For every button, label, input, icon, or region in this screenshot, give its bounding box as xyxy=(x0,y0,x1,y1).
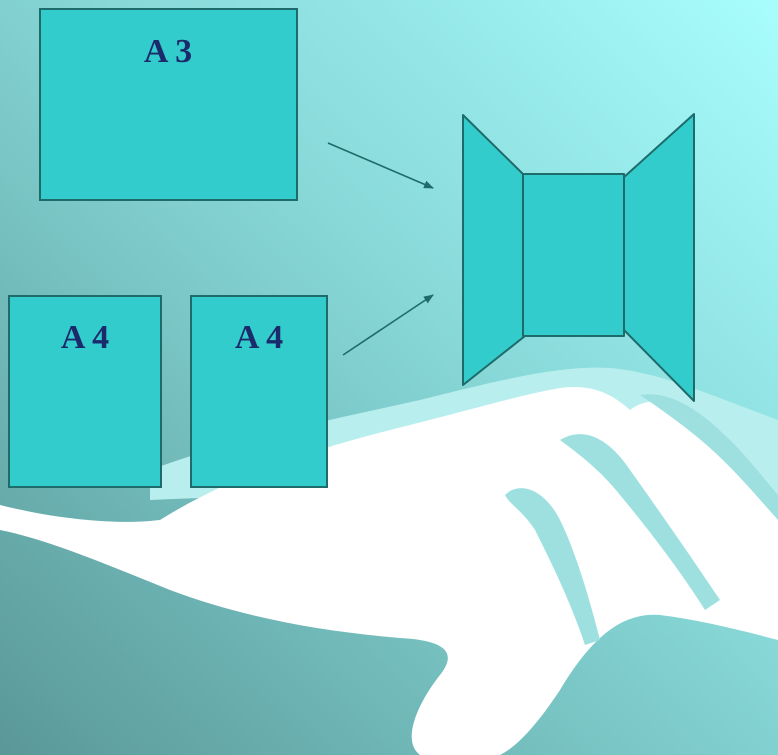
arrow-from-a4 xyxy=(342,294,434,356)
triptych-center-panel xyxy=(522,173,625,337)
a4-sheet-right: A 4 xyxy=(190,295,328,488)
a4-sheet-left: A 4 xyxy=(8,295,162,488)
a4-label-left: A 4 xyxy=(61,319,109,356)
arrow-from-a3 xyxy=(327,142,434,189)
folded-triptych-icon xyxy=(462,113,695,402)
a3-label: A 3 xyxy=(144,33,192,70)
a4-label-right: A 4 xyxy=(235,319,283,356)
a3-sheet: A 3 xyxy=(39,8,298,201)
